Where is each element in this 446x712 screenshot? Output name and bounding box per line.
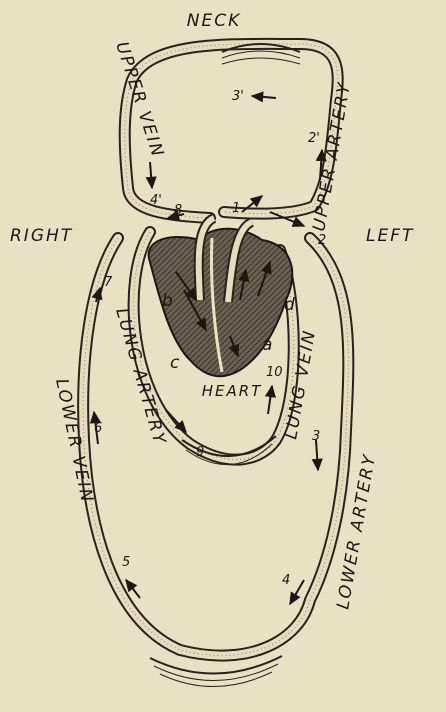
label-neck: NECK xyxy=(187,11,241,31)
number-2-prime: 2' xyxy=(308,131,320,146)
number-3: 3 xyxy=(312,429,320,444)
number-8: 8 xyxy=(174,203,182,218)
label-heart: HEART xyxy=(202,382,263,400)
number-4-prime: 4' xyxy=(150,193,162,208)
number-1: 1 xyxy=(232,201,240,216)
number-9: 9 xyxy=(196,445,204,460)
number-7: 7 xyxy=(104,275,113,290)
label-lower-vein: LOWER VEIN xyxy=(51,377,97,506)
label-left: LEFT xyxy=(366,226,414,246)
number-6: 6 xyxy=(94,421,102,436)
number-4: 4 xyxy=(282,573,290,588)
number-2: 2 xyxy=(318,233,326,248)
heart-letter-a: a xyxy=(262,335,272,355)
number-3-prime: 3' xyxy=(232,89,244,104)
label-upper-artery: UPPER ARTERY xyxy=(309,80,355,233)
number-5: 5 xyxy=(122,555,130,570)
number-10: 10 xyxy=(266,365,283,380)
heart-letter-b: b xyxy=(162,291,173,311)
heart-letter-c: c xyxy=(170,353,180,373)
heart-letter-d: d xyxy=(284,295,295,315)
label-right: RIGHT xyxy=(10,226,73,246)
